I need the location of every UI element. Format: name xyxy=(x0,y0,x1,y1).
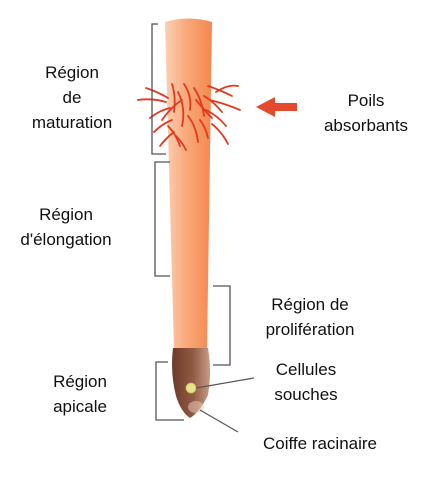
stem-cells-leader xyxy=(195,377,255,389)
label-proliferation: Région de prolifération xyxy=(265,295,355,339)
stem-cells-marker xyxy=(185,382,197,394)
root-hair xyxy=(161,99,183,121)
proliferation-bracket xyxy=(213,285,231,366)
label-root-hairs: Poils absorbants xyxy=(323,91,409,135)
root-hair xyxy=(175,135,187,151)
root-hair xyxy=(171,83,176,113)
root-hair xyxy=(145,87,169,99)
root-hairs-arrow xyxy=(256,97,297,117)
root-hair xyxy=(167,125,181,147)
label-elongation: Région d'élongation xyxy=(20,205,112,249)
root-hair xyxy=(207,85,233,97)
root-hair xyxy=(205,109,227,127)
root-cap-leader xyxy=(199,409,239,433)
elongation-bracket xyxy=(154,161,170,277)
root-hair xyxy=(209,99,241,111)
label-stem-cells: Cellules souches xyxy=(274,360,338,404)
root-hair xyxy=(203,95,223,113)
root-hair xyxy=(177,91,185,127)
apical-bracket xyxy=(155,361,184,421)
label-root-cap: Coiffe racinaire xyxy=(262,434,378,453)
root-hairs xyxy=(137,83,241,151)
root-body xyxy=(165,18,212,350)
root-hair xyxy=(187,115,199,143)
root-hair xyxy=(195,99,213,119)
root-hair xyxy=(153,119,173,133)
root-hair xyxy=(199,119,209,139)
label-maturation: Région de maturation xyxy=(31,63,113,132)
maturation-bracket xyxy=(151,23,166,155)
root-hair xyxy=(183,83,192,111)
label-apical: Région apicale xyxy=(53,372,107,416)
root-hair xyxy=(215,84,239,93)
root-hair xyxy=(193,87,205,117)
root-hair xyxy=(211,123,229,145)
